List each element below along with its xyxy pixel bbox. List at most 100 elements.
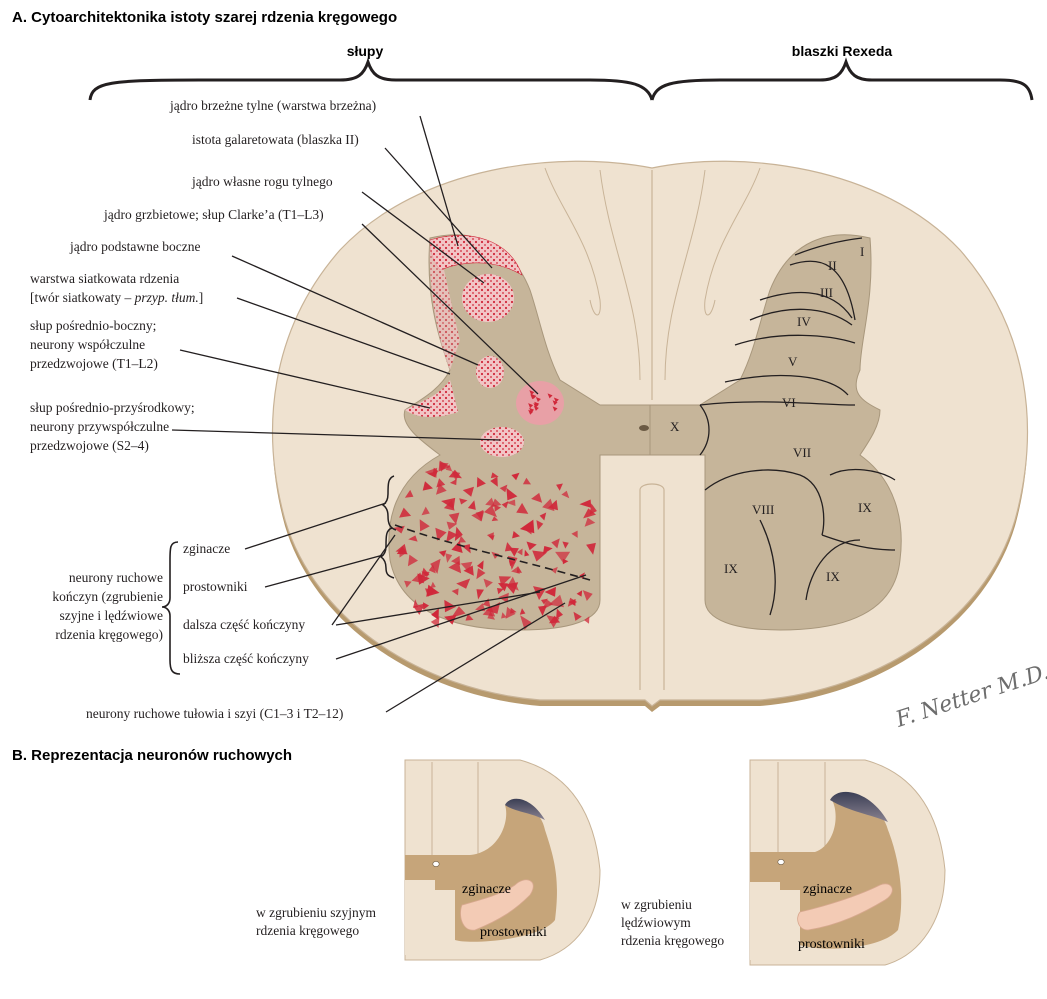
motor-neuron <box>443 500 455 511</box>
anterior-median-fissure <box>600 455 705 690</box>
motor-neuron <box>498 576 512 587</box>
motor-neuron <box>499 484 508 493</box>
motor-neuron <box>430 581 436 589</box>
clarke-neuron <box>552 400 558 406</box>
label-distal-limb: dalsza część kończyny <box>183 617 305 632</box>
motor-neuron <box>541 598 548 605</box>
motor-neuron <box>542 546 553 555</box>
motor-neuron <box>475 511 485 522</box>
motor-neuron <box>462 486 474 497</box>
motor-neuron <box>445 464 453 472</box>
motor-neuron <box>520 615 532 630</box>
section-a-title: A. Cytoarchitektonika istoty szarej rdze… <box>12 9 397 26</box>
motor-neuron <box>519 608 526 615</box>
motor-neuron <box>451 606 466 618</box>
motor-neuron <box>484 505 497 518</box>
laminae-header: blaszki Rexeda <box>792 43 893 59</box>
motor-neuron <box>538 605 547 616</box>
leader-lines <box>171 115 587 713</box>
lamina-IX-medial: IX <box>724 561 738 576</box>
motor-neuron <box>448 512 460 525</box>
motor-neuron <box>439 462 449 472</box>
lamina-II: II <box>828 258 837 273</box>
label-marginal-nucleus: jądro brzeżne tylne (warstwa brzeżna) <box>169 98 376 113</box>
label-intermediomedial-2: neurony przywspółczulne <box>30 419 169 434</box>
motor-neuron <box>526 541 537 551</box>
motor-neuron <box>438 550 447 557</box>
motor-neuron <box>490 476 498 487</box>
motor-neuron <box>536 520 544 531</box>
motor-neuron <box>476 568 486 580</box>
flexor-extensor-divider <box>394 524 591 581</box>
motor-neuron <box>446 530 458 543</box>
motor-neuron <box>488 535 495 541</box>
motor-neuron <box>407 554 418 567</box>
motor-neuron <box>431 608 439 620</box>
cervical-extensors-label: prostowniki <box>480 925 547 940</box>
motor-neuron <box>584 517 596 527</box>
motor-neuron <box>509 547 519 557</box>
proprius-nucleus <box>462 274 514 322</box>
motor-neuron <box>548 594 564 608</box>
motor-neuron <box>490 472 499 479</box>
reticular-formation <box>429 240 460 370</box>
lamina-III: III <box>820 285 833 300</box>
motor-neuron <box>517 548 523 556</box>
motor-neuron <box>567 597 578 607</box>
lamina-IV: IV <box>797 314 811 329</box>
motor-neuron <box>454 526 463 542</box>
columns-brace <box>88 57 654 101</box>
motor-neuron <box>449 479 457 486</box>
motor-neuron <box>428 564 436 574</box>
lumbar-label-1: w zgrubieniu <box>621 897 692 912</box>
motor-neuron <box>494 504 501 512</box>
lamina-X: X <box>670 419 680 434</box>
clarke-neuron <box>535 396 541 402</box>
motor-neuron <box>463 565 474 576</box>
label-limb-motor-2: kończyn (zgrubienie <box>52 589 163 604</box>
lamina-VII: VII <box>793 445 811 460</box>
label-reticular-2: [twór siatkowaty – przyp. tłum.] <box>30 290 203 305</box>
columns-header: słupy <box>347 43 384 59</box>
lamina-V: V <box>788 354 798 369</box>
motor-neuron <box>573 611 582 621</box>
rexed-lamina-lines <box>699 237 896 616</box>
motor-neuron <box>501 612 507 619</box>
label-limb-motor-3: szyjne i lędźwiowe <box>60 608 163 623</box>
lumbar-label-3: rdzenia kręgowego <box>621 933 724 948</box>
cervical-flexors-label: zginacze <box>462 882 511 897</box>
motor-neuron <box>542 498 555 512</box>
intermediolateral-column <box>405 380 458 417</box>
label-intermediolateral-1: słup pośrednio-boczny; <box>30 318 156 333</box>
motor-neuron <box>426 584 440 597</box>
motor-neuron <box>404 580 412 588</box>
label-intermediomedial-1: słup pośrednio-przyśrodkowy; <box>30 400 195 415</box>
motor-neuron <box>505 582 519 594</box>
label-nucleus-proprius: jądro własne rogu tylnego <box>191 174 333 189</box>
motor-neuron <box>420 567 430 578</box>
motor-neuron <box>419 519 430 532</box>
clarke-neuron <box>531 393 537 399</box>
motor-neuron <box>456 578 471 589</box>
motor-neuron <box>422 481 433 491</box>
lumbar-flexors-label: zginacze <box>803 882 852 897</box>
clarke-nucleus <box>516 381 564 425</box>
motor-neuron <box>421 506 430 516</box>
motor-neuron <box>544 586 556 597</box>
motor-neuron <box>511 472 520 481</box>
motor-neuron <box>561 490 570 499</box>
motor-neuron <box>519 519 535 534</box>
motor-neuron <box>548 615 561 624</box>
label-intermediolateral-3: przedzwojowe (T1–L2) <box>30 356 158 371</box>
lumbar-label-2: lędźwiowym <box>621 915 691 930</box>
motor-neuron <box>491 498 502 508</box>
lamina-VIII: VIII <box>752 502 774 517</box>
motor-neuron <box>505 606 516 619</box>
motor-neuron <box>448 469 462 479</box>
motor-neuron <box>423 602 429 610</box>
label-flexors: zginacze <box>183 541 230 556</box>
laminae-brace <box>650 57 1034 101</box>
central-canal <box>639 425 649 431</box>
lumbar-extensors-label: prostowniki <box>798 937 865 952</box>
motor-neuron <box>562 541 569 549</box>
